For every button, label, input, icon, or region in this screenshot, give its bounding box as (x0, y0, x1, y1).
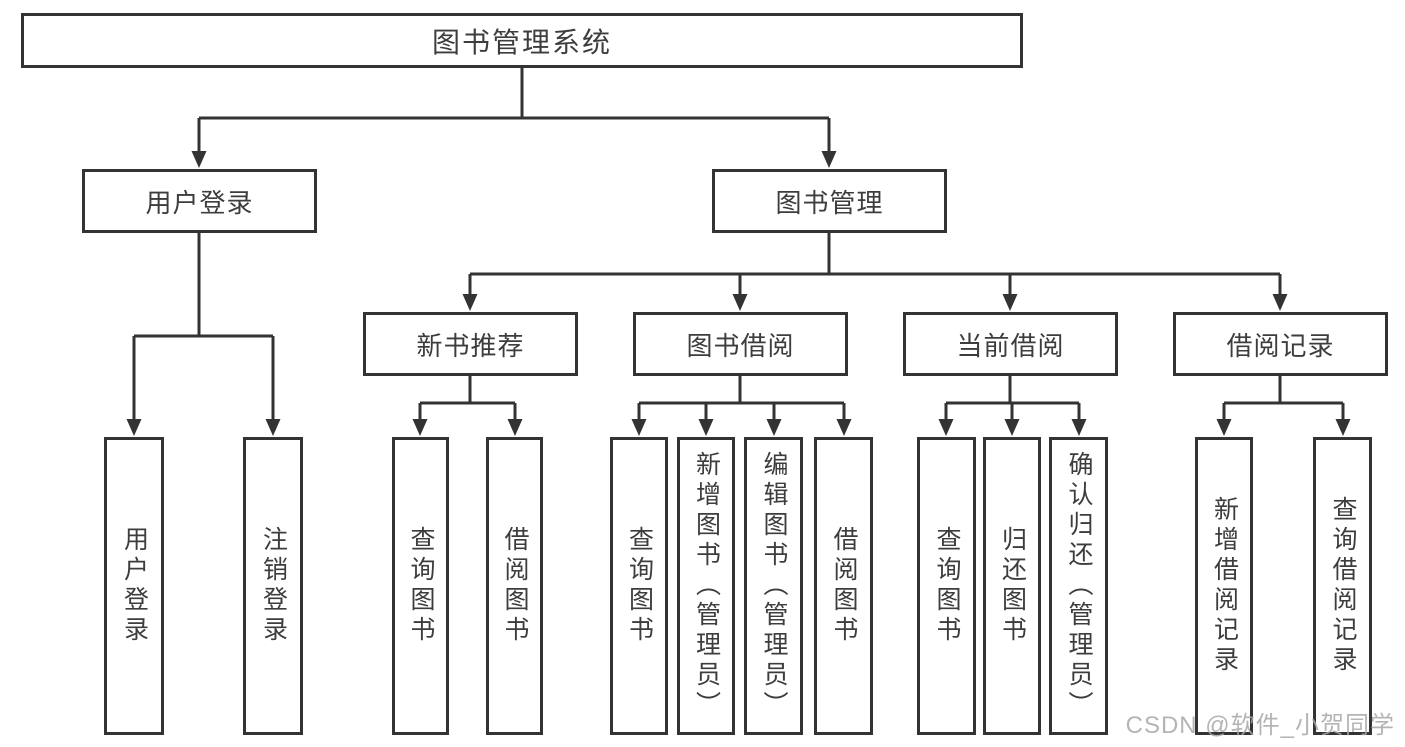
node-label: 图书管理 (775, 187, 884, 218)
node-book-borrowing: 图书借阅 (633, 312, 848, 376)
node-label: 归还图书 (998, 526, 1027, 646)
node-label: 编辑图书（管理员） (760, 451, 788, 721)
node-user-login: 用户登录 (82, 169, 317, 233)
node-label: 查询图书 (933, 526, 961, 646)
node-label: 查询借阅记录 (1329, 496, 1357, 676)
node-label: 查询图书 (407, 526, 435, 646)
node-leaf-return-books: 归还图书 (983, 437, 1041, 735)
node-label: 图书管理系统 (431, 26, 612, 58)
node-label: 注销登录 (259, 526, 288, 646)
node-leaf-add-borrow-record: 新增借阅记录 (1195, 437, 1253, 735)
node-leaf-borrow-books-recommend: 借阅图书 (486, 437, 543, 735)
node-label: 新增图书（管理员） (692, 451, 721, 721)
node-leaf-query-borrow-record: 查询借阅记录 (1313, 437, 1372, 735)
node-borrowing-records: 借阅记录 (1173, 312, 1388, 376)
node-label: 新增借阅记录 (1210, 496, 1239, 676)
node-label: 当前借阅 (956, 330, 1065, 361)
node-leaf-logout: 注销登录 (243, 437, 303, 735)
node-label: 借阅图书 (501, 526, 529, 646)
node-new-book-recommend: 新书推荐 (363, 312, 578, 376)
node-root-system: 图书管理系统 (21, 13, 1023, 68)
node-leaf-query-books-current: 查询图书 (917, 437, 976, 735)
node-label: 用户登录 (145, 187, 254, 218)
node-label: 查询图书 (625, 526, 654, 646)
node-current-borrowing: 当前借阅 (903, 312, 1118, 376)
node-leaf-borrow-books-borrowing: 借阅图书 (814, 437, 873, 735)
node-leaf-query-books-borrowing: 查询图书 (610, 437, 668, 735)
node-leaf-query-books-recommend: 查询图书 (392, 437, 449, 735)
node-book-management: 图书管理 (712, 169, 947, 233)
node-label: 用户登录 (120, 526, 149, 646)
node-leaf-edit-books-admin: 编辑图书（管理员） (744, 437, 803, 735)
node-leaf-add-books-admin: 新增图书（管理员） (677, 437, 735, 735)
node-label: 新书推荐 (416, 330, 525, 361)
node-leaf-confirm-return-admin: 确认归还（管理员） (1049, 437, 1108, 735)
node-label: 借阅图书 (830, 526, 858, 646)
node-label: 借阅记录 (1226, 330, 1335, 361)
node-label: 图书借阅 (686, 330, 795, 361)
node-label: 确认归还（管理员） (1065, 451, 1093, 721)
node-leaf-user-login: 用户登录 (104, 437, 164, 735)
